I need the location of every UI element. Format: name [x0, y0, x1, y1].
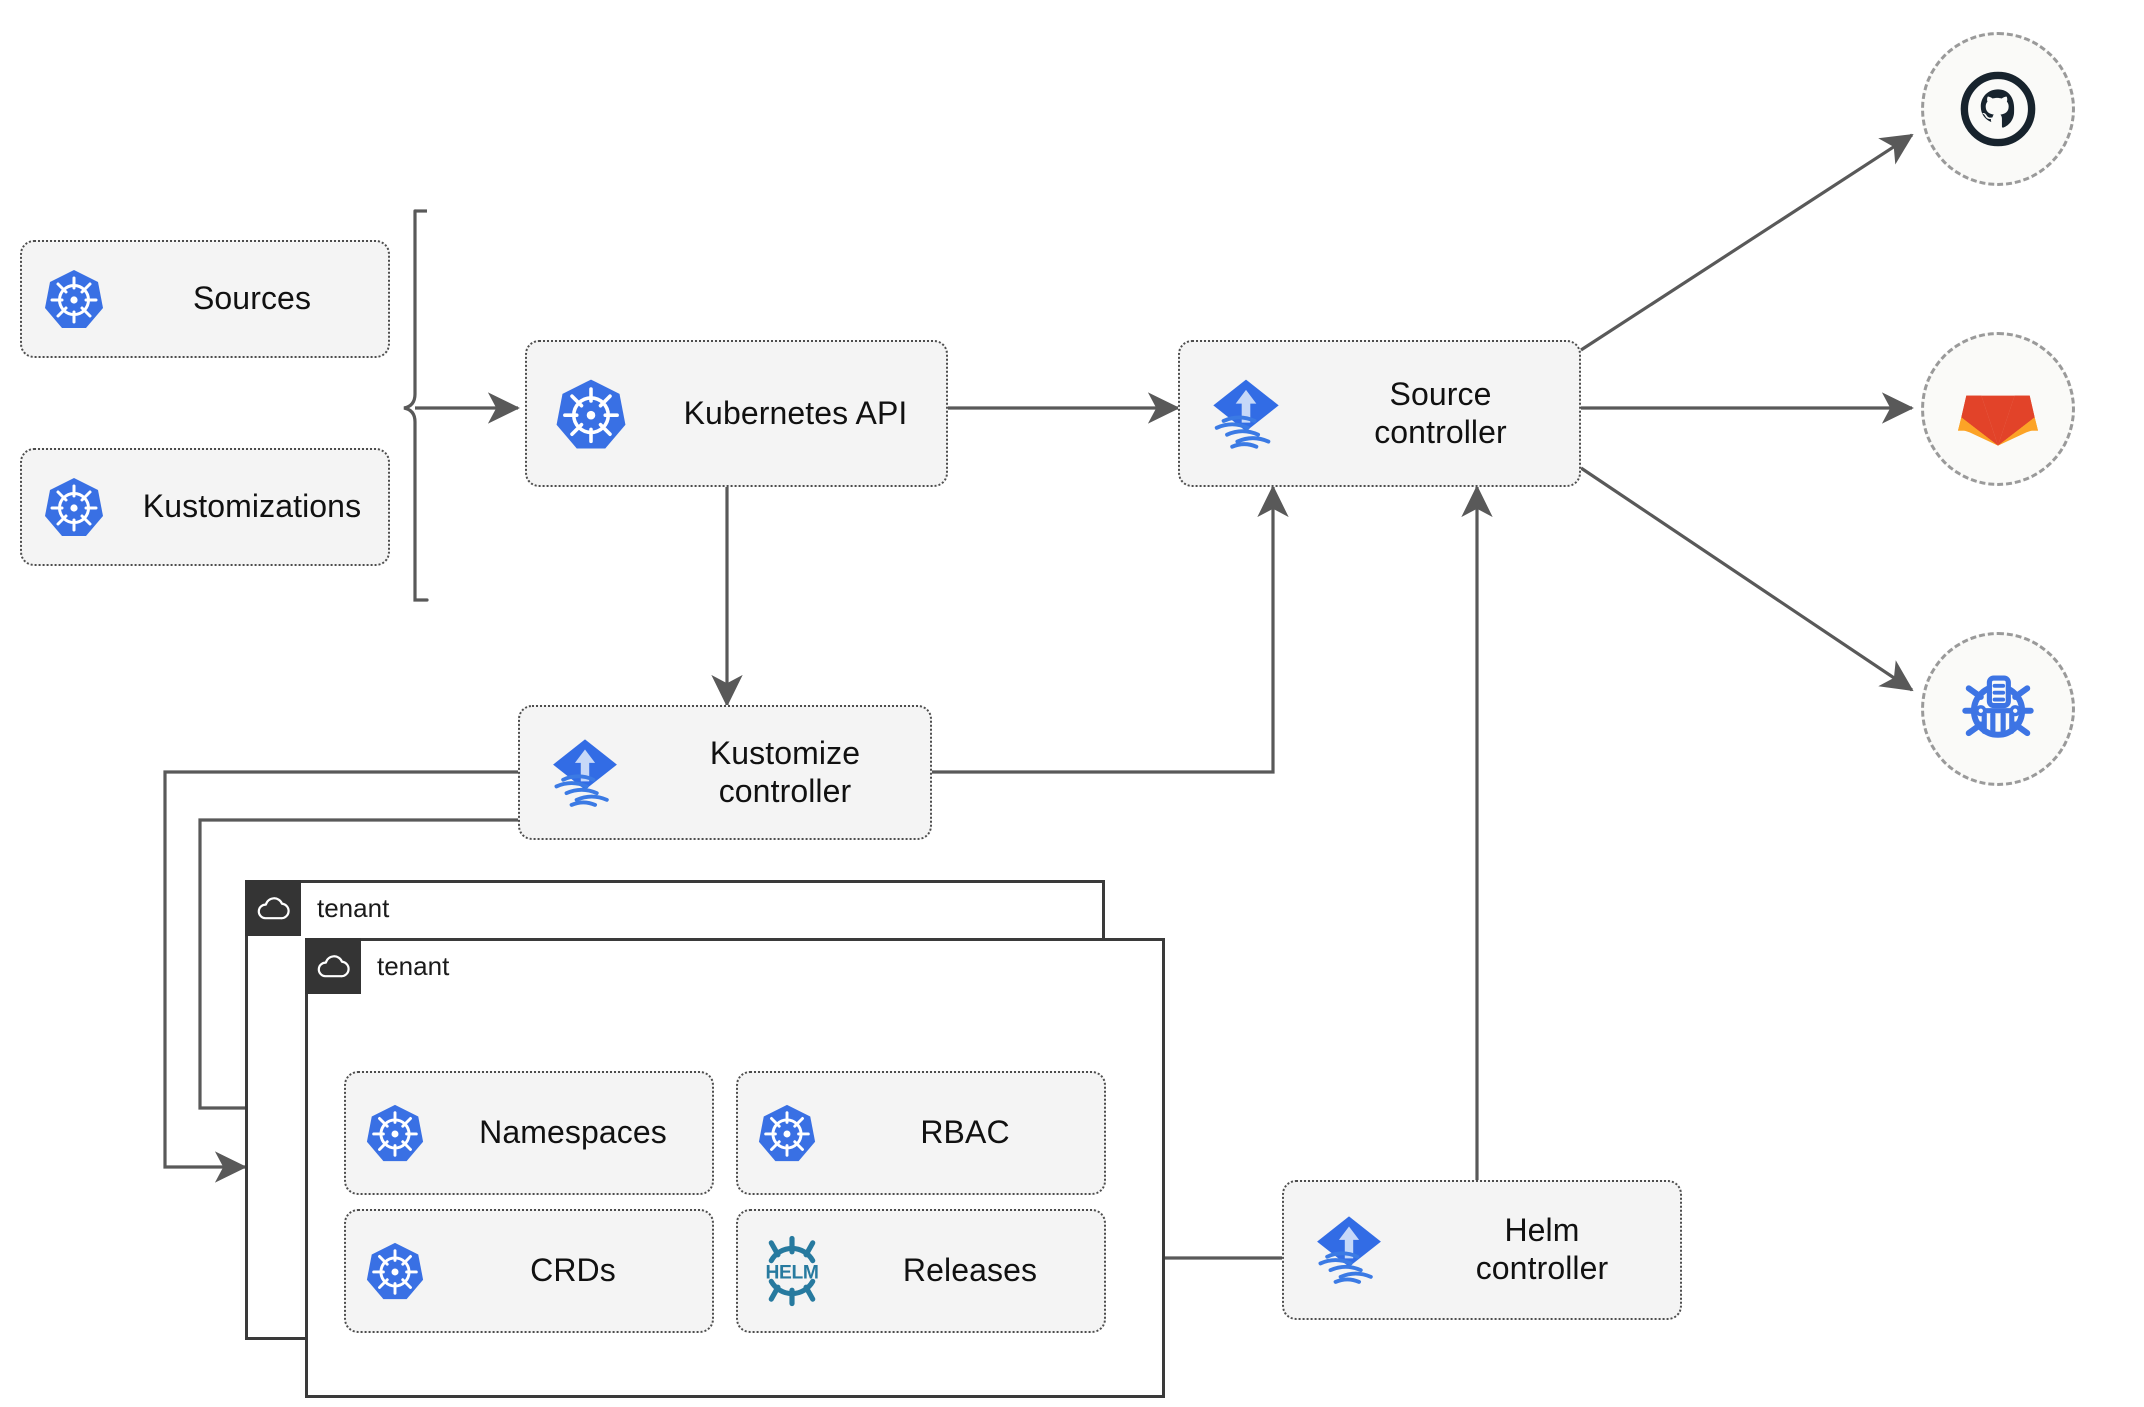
gitlab-icon	[1958, 395, 2038, 446]
resource-node-sources[interactable]: Sources	[20, 240, 390, 358]
tenant-resource-label: Namespaces	[479, 1114, 667, 1151]
cloud-icon	[245, 880, 301, 936]
endpoint-github[interactable]	[1921, 32, 2075, 186]
source-controller-label: Source controller	[1374, 375, 1507, 450]
flux-icon	[520, 731, 650, 815]
container-registry-icon	[1962, 675, 2034, 738]
kubernetes-icon	[346, 1240, 444, 1302]
kubernetes-icon	[22, 267, 126, 331]
tenant-resource-rbac[interactable]: RBAC	[736, 1071, 1106, 1195]
svg-text:HELM: HELM	[765, 1262, 818, 1283]
tenant-resource-label: Releases	[902, 1252, 1038, 1289]
tenant-window-front[interactable]: tenant	[305, 938, 1165, 1398]
github-icon	[1960, 71, 2036, 147]
kustomize-controller-label: Kustomize controller	[709, 734, 861, 809]
kubernetes-icon	[527, 376, 655, 452]
helm-controller-node[interactable]: Helm controller	[1282, 1180, 1682, 1320]
source-controller-node[interactable]: Source controller	[1178, 340, 1581, 487]
kustomize-controller-node[interactable]: Kustomize controller	[518, 705, 932, 840]
endpoint-gitlab[interactable]	[1921, 332, 2075, 486]
tenant-titlebar: tenant	[245, 880, 389, 936]
tenant-resource-namespaces[interactable]: Namespaces	[344, 1071, 714, 1195]
tenant-resource-releases[interactable]: HELM Releases	[736, 1209, 1106, 1333]
kubernetes-icon	[346, 1102, 444, 1164]
kubernetes-api-node[interactable]: Kubernetes API	[525, 340, 948, 487]
kubernetes-icon	[738, 1102, 836, 1164]
tenant-label: tenant	[377, 951, 450, 981]
tenant-label: tenant	[317, 893, 390, 923]
tenant-resource-label: CRDs	[530, 1252, 616, 1289]
resource-label: Kustomizations	[142, 488, 362, 525]
tenant-titlebar: tenant	[305, 938, 449, 994]
flux-icon	[1180, 371, 1312, 457]
endpoint-container-registry[interactable]	[1921, 632, 2075, 786]
cloud-icon	[305, 938, 361, 994]
helm-icon: HELM	[738, 1234, 846, 1308]
resource-label: Sources	[192, 280, 312, 317]
helm-controller-label: Helm controller	[1475, 1212, 1609, 1286]
resource-node-kustomizations[interactable]: Kustomizations	[20, 448, 390, 566]
tenant-resource-label: RBAC	[920, 1114, 1010, 1151]
kubernetes-api-label: Kubernetes API	[683, 394, 908, 431]
flux-icon	[1284, 1208, 1414, 1292]
tenant-resource-crds[interactable]: CRDs	[344, 1209, 714, 1333]
kubernetes-icon	[22, 475, 126, 539]
